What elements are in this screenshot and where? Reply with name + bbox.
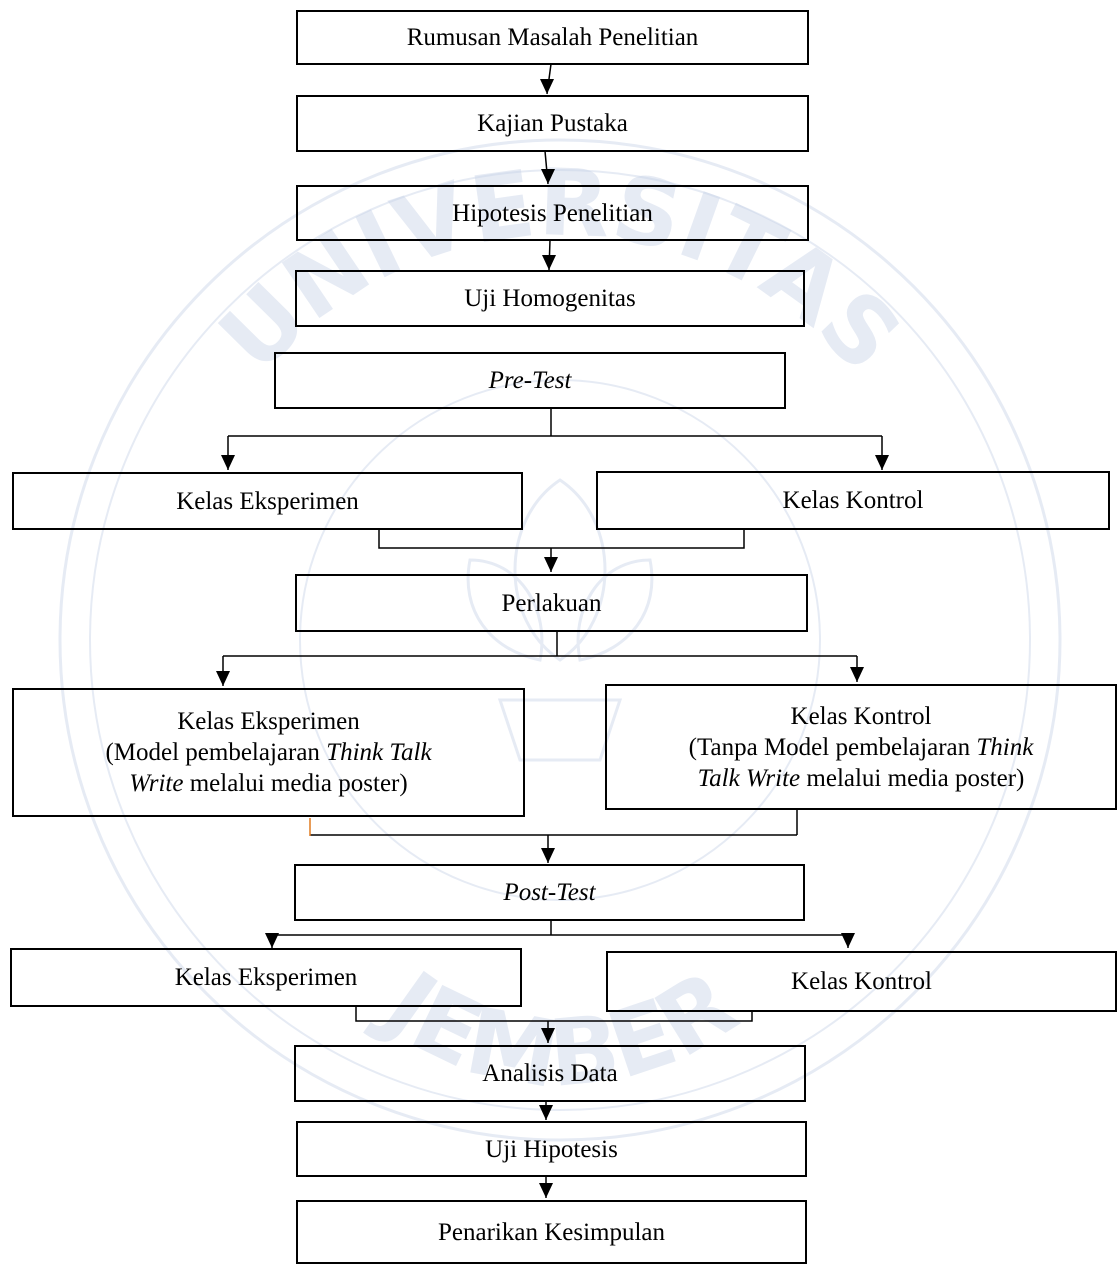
node-uji-hipotesis: Uji Hipotesis	[296, 1121, 807, 1177]
node-rumusan-masalah-label: Rumusan Masalah Penelitian	[406, 24, 699, 51]
treat-kontrol-line3a: Talk Write	[697, 764, 801, 792]
node-penarikan-kesimpulan-label: Penarikan Kesimpulan	[437, 1218, 666, 1246]
treat-kontrol-line2b: Think	[976, 733, 1034, 761]
treat-kontrol-line3b: melalui media poster)	[800, 764, 1025, 792]
node-post-kelas-eksperimen-label: Kelas Eksperimen	[174, 964, 358, 991]
node-kajian-pustaka: Kajian Pustaka	[296, 95, 809, 152]
node-pre-kelas-eksperimen: Kelas Eksperimen	[12, 472, 523, 530]
treat-eksperimen-line3b: melalui media poster)	[183, 770, 408, 797]
node-post-kelas-kontrol: Kelas Kontrol	[606, 951, 1117, 1012]
node-treat-kelas-eksperimen: Kelas Eksperimen (Model pembelajaran Thi…	[12, 688, 525, 817]
node-pre-kelas-kontrol-label: Kelas Kontrol	[782, 487, 924, 514]
treat-eksperimen-line3a: Write	[129, 770, 184, 797]
node-post-test: Post-Test	[294, 864, 805, 921]
node-perlakuan-label: Perlakuan	[501, 589, 602, 617]
treat-eksperimen-line2a: (Model pembelajaran	[105, 739, 327, 766]
node-penarikan-kesimpulan: Penarikan Kesimpulan	[296, 1200, 807, 1264]
node-uji-homogenitas-label: Uji Homogenitas	[464, 285, 636, 312]
node-treat-kelas-kontrol: Kelas Kontrol (Tanpa Model pembelajaran …	[605, 684, 1117, 810]
node-hipotesis-penelitian-label: Hipotesis Penelitian	[452, 199, 653, 227]
treat-eksperimen-title: Kelas Eksperimen	[177, 708, 360, 735]
arrow-hipotesis-homogenitas	[542, 239, 556, 271]
node-pre-kelas-kontrol: Kelas Kontrol	[596, 471, 1110, 530]
arrow-rumusan-kajian	[540, 63, 554, 95]
node-post-test-label: Post-Test	[503, 879, 596, 906]
node-pre-kelas-eksperimen-label: Kelas Eksperimen	[176, 487, 359, 515]
connector-merge-perlakuan	[378, 530, 745, 549]
node-uji-homogenitas: Uji Homogenitas	[295, 270, 805, 327]
node-rumusan-masalah: Rumusan Masalah Penelitian	[296, 10, 809, 65]
node-kajian-pustaka-label: Kajian Pustaka	[477, 110, 628, 137]
node-analisis-data: Analisis Data	[294, 1045, 806, 1102]
node-perlakuan: Perlakuan	[295, 574, 808, 632]
treat-eksperimen-line2b: Think Talk	[326, 739, 432, 766]
node-pre-test: Pre-Test	[274, 352, 786, 409]
treat-kontrol-title: Kelas Kontrol	[790, 702, 932, 730]
node-post-kelas-kontrol-label: Kelas Kontrol	[791, 968, 932, 995]
node-hipotesis-penelitian: Hipotesis Penelitian	[296, 185, 809, 241]
treat-kontrol-line2a: (Tanpa Model pembelajaran	[688, 733, 977, 761]
node-uji-hipotesis-label: Uji Hipotesis	[485, 1135, 618, 1163]
connector-merge-analisis	[355, 1006, 753, 1022]
node-pre-test-label: Pre-Test	[488, 367, 572, 394]
node-analisis-data-label: Analisis Data	[482, 1060, 618, 1087]
node-post-kelas-eksperimen: Kelas Eksperimen	[10, 948, 522, 1007]
arrow-kajian-hipotesis	[541, 150, 555, 185]
